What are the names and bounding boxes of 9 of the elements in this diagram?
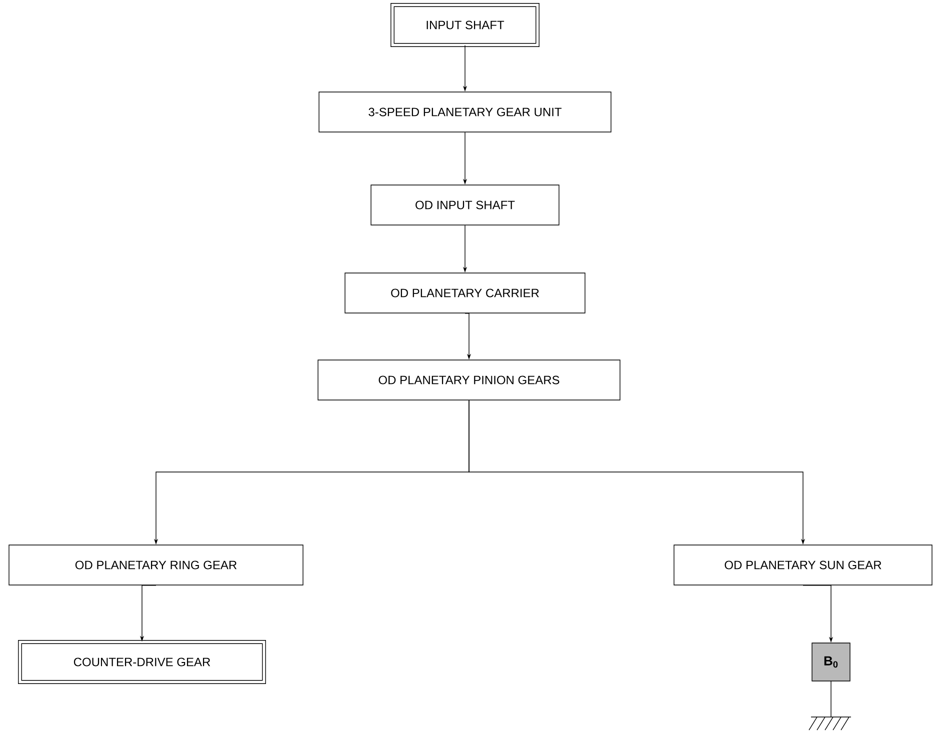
brake-box: B$_{0}$: [812, 642, 850, 682]
process-box: OD PLANETARY RING GEAR: [8, 544, 304, 586]
process-box: OD PLANETARY SUN GEAR: [674, 544, 932, 586]
double-border-box: COUNTER-DRIVE GEAR: [18, 640, 266, 684]
process-box: OD PLANETARY CARRIER: [344, 272, 586, 314]
process-box: OD INPUT SHAFT: [370, 184, 560, 226]
process-box: 3-SPEED PLANETARY GEAR UNIT: [318, 92, 612, 132]
double-border-box: INPUT SHAFT: [390, 3, 540, 47]
process-box: OD PLANETARY PINION GEARS: [318, 360, 620, 400]
